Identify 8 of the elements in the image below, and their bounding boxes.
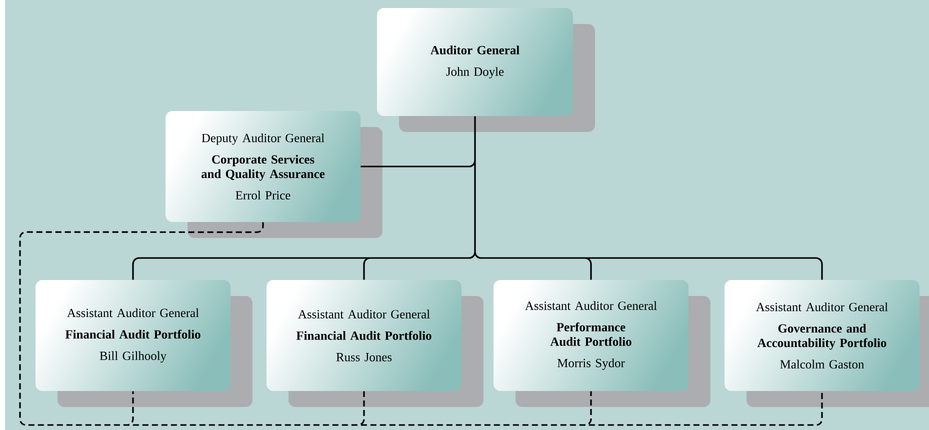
connector-line [132, 115, 823, 281]
org-box: Deputy Auditor General Corporate Services and Quality Assurance Errol Price [166, 111, 382, 238]
org-box: Assistant Auditor General Financial Audit Portfolio Russ Jones [266, 280, 484, 407]
org-box: Assistant Auditor General Governance and Accountability Portfolio Malcolm Gaston [724, 280, 929, 407]
dashed-connector [19, 221, 823, 426]
org-box: Assistant Auditor General Financial Audit Portfolio Bill Gilhooly [36, 280, 252, 407]
org-box: Assistant Auditor General Performance Audit Portfolio Morris Sydor [494, 280, 710, 407]
org-box: Auditor General John Doyle [377, 8, 595, 132]
